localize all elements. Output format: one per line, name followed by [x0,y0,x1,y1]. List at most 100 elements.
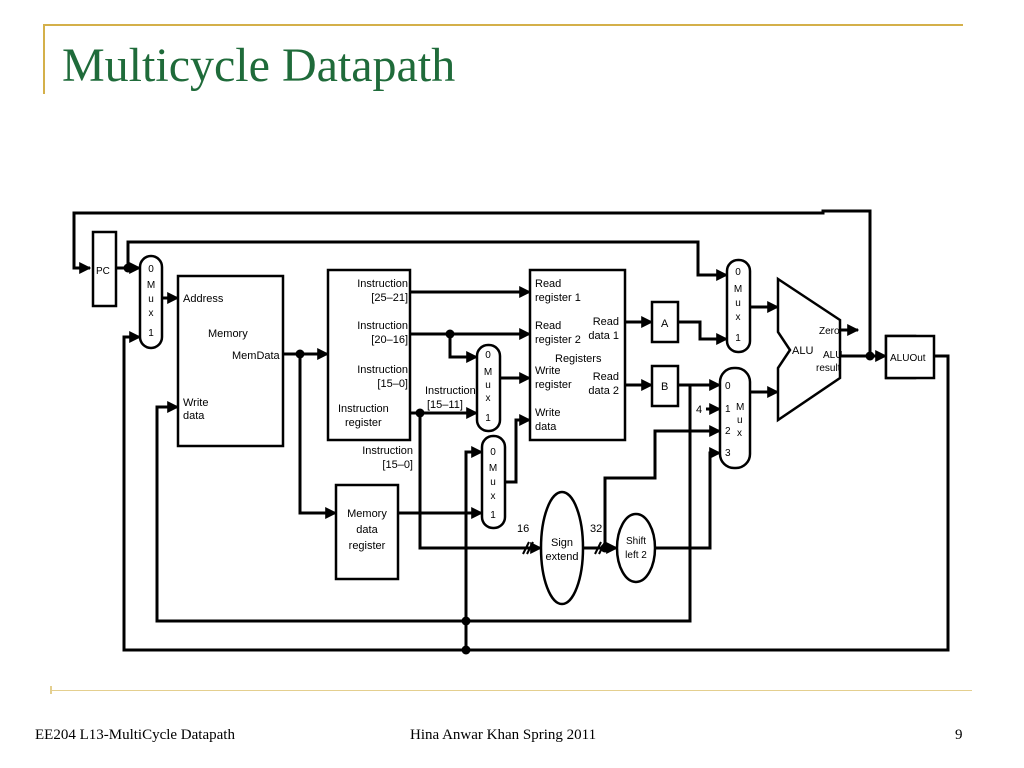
aluout-box [884,334,936,380]
write-reg-mux-input-0: 0 [485,350,491,361]
memory-data-port: data [183,410,205,422]
aluout-label: ALUOut [890,353,926,364]
ir-side-rd-label: Instruction [425,385,476,397]
alu-mux-a-input-0: 0 [735,267,741,278]
sign-extend-unit [539,490,585,606]
const-four-label: 4 [696,404,702,416]
memory-data-register [334,483,400,581]
alu-mux-b-letter-x: x [737,428,742,439]
write-data-mux-letter-m: M [489,463,497,474]
memory-memdata-port: MemData [232,350,281,362]
shift-left-label-line2: left 2 [625,550,647,561]
alu [776,276,842,423]
title-accent-side-bar [43,24,45,94]
wire-wd-mux-to-write-data [505,414,532,484]
sign-extend-input-width: 16 [517,523,529,535]
mdr-label-line1: Memory [347,508,387,520]
wire-pc-to-alu-mux-a [126,240,729,281]
rf-read-reg1-line1: Read [535,278,561,290]
alu-mux-b-letter-m: M [736,402,744,413]
rf-write-data-line1: Write [535,407,560,419]
alu-mux-a-letter-m: M [734,284,742,295]
alu-mux-a-input-1: 1 [735,333,741,344]
footer-rule-tick [50,686,52,694]
write-reg-mux-letter-m: M [484,367,492,378]
mdr-label-line2: data [356,524,378,536]
shift-left-2-unit [615,512,657,584]
ir-name-line1: Instruction [338,403,389,415]
alu-result-label-line2: result [816,363,841,374]
wire-aluout-to-wd-mux [464,446,484,650]
alu-mux-b-letter-u: u [737,415,743,426]
footer-course-title: EE204 L13-MultiCycle Datapath [35,727,235,743]
ir-field-imm-bits: [15–0] [377,378,408,390]
ir-out-imm-label: Instruction [362,445,413,457]
address-mux [138,254,164,350]
wire-imm-to-sign-extend [418,413,543,554]
rf-write-reg-line2: register [535,379,572,391]
ir-field-rt-bits: [20–16] [371,334,408,346]
b-register [650,364,680,408]
memory-unit [176,274,285,448]
rf-name: Registers [555,353,602,365]
title-accent-bar [43,24,963,26]
register-file [528,268,627,442]
ir-field-imm-label: Instruction [357,364,408,376]
rf-write-data-line2: data [535,421,557,433]
wire-a-to-alu-mux-a [678,320,729,345]
sign-extend-output-width: 32 [590,523,602,535]
rf-read-reg2-line1: Read [535,320,561,332]
wire-b-to-memory-write [155,385,692,623]
ir-field-rs-bits: [25–21] [371,292,408,304]
write-data-mux-letter-u: u [490,477,496,488]
sign-extend-label-line1: Sign [551,537,573,549]
shift-left-label-line1: Shift [626,536,646,547]
alu-result-label-line1: ALU [823,350,842,361]
slide-title: Multicycle Datapath [62,39,456,92]
b-register-label: B [661,381,668,393]
alu-mux-a-letter-u: u [735,298,741,309]
ir-field-rs-label: Instruction [357,278,408,290]
alu-mux-b-input-3: 3 [725,448,731,459]
mdr-label-line3: register [349,540,386,552]
alu-zero-label: Zero [819,326,840,337]
write-register-mux [475,343,502,433]
alu-src-b-mux [718,366,752,470]
alu-mux-a-letter-x: x [736,312,741,323]
alu-src-a-mux [725,258,752,354]
instruction-register [326,268,412,442]
alu-mux-b-input-2: 2 [725,426,731,437]
page-number: 9 [955,727,963,743]
rf-write-reg-line1: Write [535,365,560,377]
wire-ir-rt-to-wr-mux [448,334,479,363]
alu-label: ALU [792,345,813,357]
write-reg-mux-letter-x: x [486,393,491,404]
rf-read-data2-line1: Read [593,371,619,383]
memory-name: Memory [208,328,248,340]
address-mux-letter-m: M [147,280,155,291]
write-data-mux-letter-x: x [491,491,496,502]
footer-rule [50,690,972,691]
a-register-label: A [661,318,669,330]
ir-field-rt-label: Instruction [357,320,408,332]
write-data-mux [480,434,507,530]
rf-read-data1-line2: data 1 [588,330,619,342]
pc-register [91,230,118,308]
ir-side-rd-bits: [15–11] [427,399,463,411]
write-reg-mux-letter-u: u [485,380,491,391]
rf-read-reg2-line2: register 2 [535,334,581,346]
alu-mux-b-input-0: 0 [725,381,731,392]
address-mux-letter-u: u [148,294,154,305]
footer-author: Hina Anwar Khan Spring 2011 [410,727,597,743]
write-reg-mux-input-1: 1 [485,413,491,424]
address-mux-letter-x: x [149,308,154,319]
ir-name-line2: register [345,417,382,429]
address-mux-input-1: 1 [148,328,154,339]
rf-read-data2-line2: data 2 [588,385,619,397]
datapath-wires [72,209,950,652]
rf-read-data1-line1: Read [593,316,619,328]
wire-memdata-to-mdr [298,354,338,519]
pc-label: PC [96,266,110,277]
memory-write-port: Write [183,397,208,409]
